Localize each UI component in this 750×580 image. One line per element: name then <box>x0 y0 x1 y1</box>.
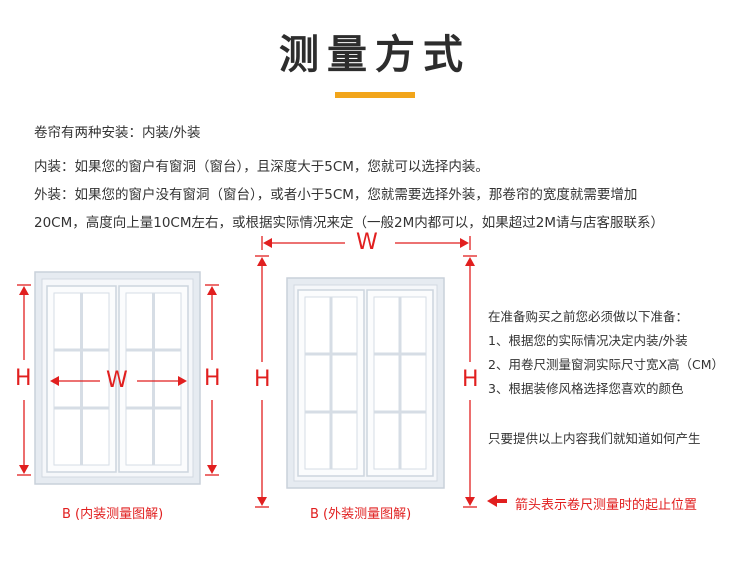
inner-height-arrow-right <box>205 284 219 476</box>
inner-h-left-label: H <box>15 366 32 391</box>
notes-footer: 只要提供以上内容我们就知道如何产生 <box>488 431 701 446</box>
notes-item-2: 2、用卷尺测量窗洞实际尺寸宽X高（CM） <box>488 357 725 372</box>
outer-height-arrow-left <box>255 255 269 508</box>
outer-h-left-label: H <box>254 367 271 392</box>
inner-h-right-label: H <box>204 366 221 391</box>
intro-line-install-types: 卷帘有两种安装：内装/外装 <box>34 125 201 141</box>
intro-line-outer: 外装：如果您的窗户没有窗洞（窗台），或者小于5CM，您就需要选择外装，那卷帘的宽… <box>34 187 638 203</box>
page-title: 测量方式 <box>279 32 471 78</box>
outer-width-arrow <box>261 236 471 250</box>
arrow-legend-icon <box>487 495 507 507</box>
arrow-legend-text: 箭头表示卷尺测量时的起止位置 <box>515 498 698 513</box>
notes-item-3: 3、根据装修风格选择您喜欢的颜色 <box>488 381 684 396</box>
outer-height-arrow-right <box>463 255 477 508</box>
inner-height-arrow-left <box>17 284 31 476</box>
inner-window-illustration <box>34 271 201 485</box>
outer-w-label: W <box>356 230 378 255</box>
intro-line-outer-cont: 20CM，高度向上量10CM左右，或根据实际情况来定（一般2M内都可以，如果超过… <box>34 215 664 231</box>
notes-heading: 在准备购买之前您必须做以下准备： <box>488 309 689 324</box>
inner-caption: B (内装测量图解) <box>62 507 164 522</box>
outer-window-illustration <box>286 277 445 489</box>
title-underline <box>335 92 415 98</box>
outer-h-right-label: H <box>462 367 479 392</box>
outer-caption: B (外装测量图解) <box>310 507 412 522</box>
intro-line-inner: 内装：如果您的窗户有窗洞（窗台），且深度大于5CM，您就可以选择内装。 <box>34 159 489 175</box>
notes-item-1: 1、根据您的实际情况决定内装/外装 <box>488 333 688 348</box>
inner-w-label: W <box>106 368 128 393</box>
